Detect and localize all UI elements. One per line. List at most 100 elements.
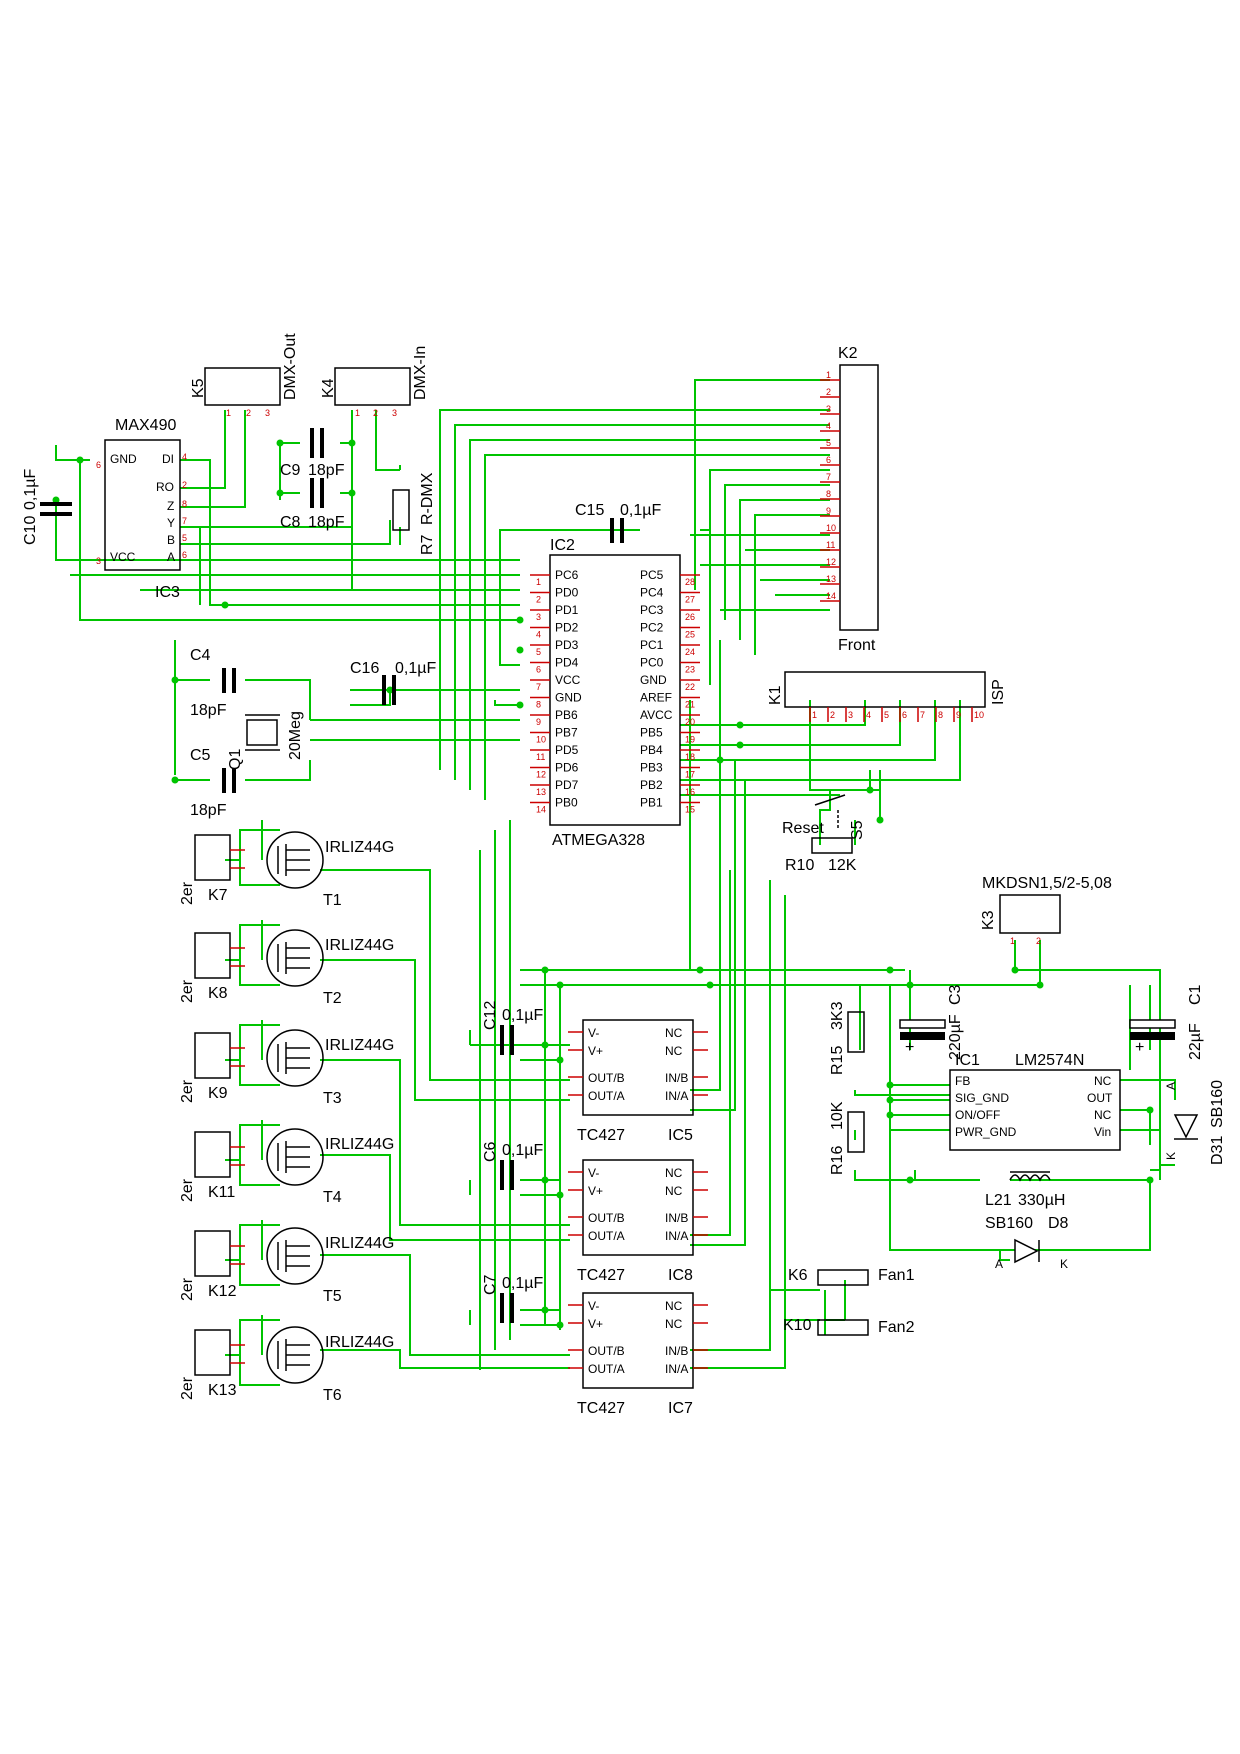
svg-text:7: 7 (182, 516, 187, 526)
ic2-pin-label: PC2 (640, 621, 664, 635)
connector-value: 2er (179, 881, 196, 905)
tc427-pin-label: NC (665, 1026, 683, 1040)
tc427-ref: IC8 (668, 1267, 693, 1284)
tc427-ic5 (582, 1019, 694, 1116)
tc427-pin-label: NC (665, 1166, 683, 1180)
pin-number: 20 (685, 717, 695, 727)
mosfet-t1 (266, 831, 324, 889)
svg-text:ON/OFF: ON/OFF (955, 1108, 1000, 1122)
ic2-pin-label: PB2 (640, 778, 663, 792)
svg-text:MAX490: MAX490 (115, 417, 176, 434)
svg-text:6: 6 (182, 550, 187, 560)
svg-text:DMX-Out: DMX-Out (282, 333, 299, 400)
inductor-l21: L21 330µH (985, 1171, 1065, 1209)
svg-text:C7: C7 (482, 1274, 499, 1295)
svg-text:330µH: 330µH (1018, 1192, 1065, 1209)
mosfet-t3 (266, 1029, 324, 1087)
tc427-pin-label: V- (588, 1026, 599, 1040)
svg-text:R10: R10 (785, 857, 814, 874)
connector-ref: K11 (208, 1184, 235, 1201)
svg-text:C9: C9 (280, 462, 301, 479)
tc427-ic7 (582, 1292, 694, 1389)
svg-text:3: 3 (392, 408, 397, 418)
svg-text:B: B (167, 533, 175, 547)
connector-k6-fan1: K6 Fan1 (788, 1267, 915, 1286)
tc427-ref: IC7 (668, 1400, 693, 1417)
svg-text:R7: R7 (419, 534, 436, 555)
ic2-pin-label: PB5 (640, 726, 663, 740)
pin-number: 21 (685, 700, 695, 710)
svg-text:SB160: SB160 (1209, 1080, 1226, 1128)
pin-number: 2 (830, 710, 835, 720)
pin-number: 19 (685, 735, 695, 745)
ic2-pin-label: GND (555, 691, 582, 705)
wires (55, 379, 1176, 1386)
svg-text:20Meg: 20Meg (287, 711, 304, 760)
tc427-pin-label: OUT/A (588, 1229, 625, 1243)
mosfet-value: IRLIZ44G (325, 839, 394, 856)
capacitor-c3: + C3 220µF (899, 984, 964, 1060)
connector-k10-fan2: K10 Fan2 (783, 1317, 915, 1336)
pin-number: 16 (685, 787, 695, 797)
svg-text:R-DMX: R-DMX (419, 472, 436, 525)
capacitor-c12: C12 0,1µF (482, 1001, 543, 1055)
mosfet-ref: T5 (323, 1288, 342, 1305)
pin-number: 7 (826, 472, 831, 482)
connector-value: 2er (179, 979, 196, 1003)
svg-text:Fan1: Fan1 (878, 1267, 915, 1284)
svg-text:0,1µF: 0,1µF (502, 1275, 543, 1292)
svg-text:L21: L21 (985, 1192, 1012, 1209)
pin-number: 1 (536, 577, 541, 587)
svg-text:LM2574N: LM2574N (1015, 1052, 1084, 1069)
svg-text:0,1µF: 0,1µF (502, 1007, 543, 1024)
pin-number: 6 (902, 710, 907, 720)
svg-text:220µF: 220µF (947, 1014, 964, 1060)
svg-text:SB160: SB160 (985, 1215, 1033, 1232)
svg-text:8: 8 (182, 499, 187, 509)
svg-text:C12: C12 (482, 1001, 499, 1030)
svg-text:22µF: 22µF (1187, 1023, 1204, 1060)
pin-number: 28 (685, 577, 695, 587)
pin-number: 6 (826, 455, 831, 465)
svg-text:ISP: ISP (990, 679, 1007, 705)
svg-text:4: 4 (182, 452, 187, 462)
pin-number: 9 (956, 710, 961, 720)
svg-text:10K: 10K (829, 1101, 846, 1130)
ic2-pin-label: PB4 (640, 743, 663, 757)
connector-k7 (194, 834, 231, 881)
ic2-pin-label: PC3 (640, 603, 664, 617)
connector-k11 (194, 1131, 231, 1178)
connector-ref: K12 (208, 1283, 237, 1300)
mosfet-value: IRLIZ44G (325, 1136, 394, 1153)
pin-number: 27 (685, 595, 695, 605)
svg-text:C4: C4 (190, 647, 211, 664)
pin-number: 9 (826, 506, 831, 516)
connector-value: 2er (179, 1376, 196, 1400)
svg-text:RO: RO (156, 480, 174, 494)
ic2-pin-label: PD1 (555, 603, 579, 617)
svg-text:1: 1 (226, 408, 231, 418)
mosfet-ref: T4 (323, 1189, 342, 1206)
svg-text:2: 2 (1036, 936, 1041, 946)
svg-text:C3: C3 (947, 984, 964, 1005)
pin-number: 11 (826, 540, 835, 550)
switch-s5-reset: Reset S5 (782, 794, 866, 840)
connector-ref: K13 (208, 1382, 237, 1399)
svg-text:A: A (995, 1257, 1003, 1271)
tc427-pin-label: IN/B (665, 1211, 688, 1225)
svg-text:DMX-In: DMX-In (412, 346, 429, 400)
pin-number: 10 (974, 710, 984, 720)
ic2-pin-label: PC4 (640, 586, 664, 600)
tc427-ic8 (582, 1159, 694, 1256)
capacitor-c8: C8 18pF (280, 478, 345, 531)
svg-text:3K3: 3K3 (829, 1001, 846, 1030)
svg-text:1: 1 (1010, 936, 1015, 946)
svg-text:ATMEGA328: ATMEGA328 (552, 832, 645, 849)
svg-text:K: K (1060, 1257, 1068, 1271)
ic2-pin-label: PD3 (555, 638, 579, 652)
tc427-pin-label: IN/B (665, 1344, 688, 1358)
svg-text:A: A (1164, 1082, 1178, 1090)
